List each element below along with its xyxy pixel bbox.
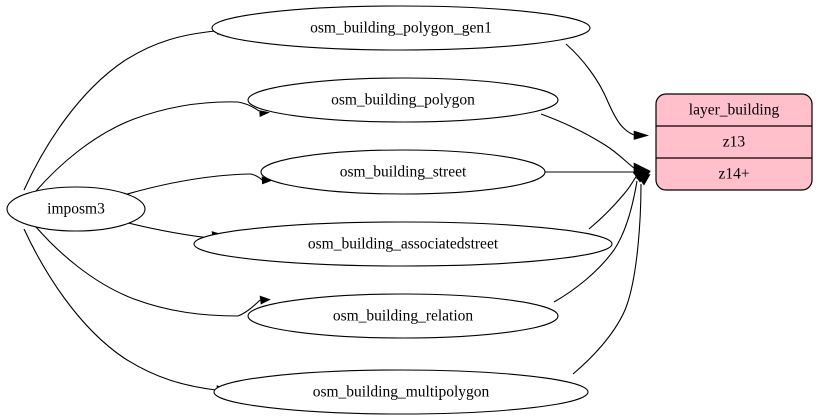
node-osm-building-street-shape[interactable] xyxy=(260,149,546,195)
edge-imposm3-to-osm-building-multipolygon xyxy=(23,228,228,394)
edge-osm-building-polygon-gen1-to-layer-building-z13 xyxy=(565,43,650,140)
node-osm-building-associatedstreet[interactable]: osm_building_associatedstreet xyxy=(193,221,613,267)
node-osm-building-multipolygon-shape[interactable] xyxy=(213,369,589,415)
node-osm-building-relation-shape[interactable] xyxy=(247,293,559,339)
node-imposm3-label: imposm3 xyxy=(47,201,105,218)
edge-imposm3-to-osm-building-polygon-gen1 xyxy=(23,27,228,191)
node-osm-building-relation[interactable]: osm_building_relation xyxy=(247,293,559,339)
node-osm-building-polygon-label: osm_building_polygon xyxy=(331,92,475,109)
node-imposm3[interactable]: imposm3 xyxy=(6,186,146,232)
edge-osm-building-multipolygon-to-layer-building-z14 xyxy=(572,173,651,375)
node-layer-building[interactable]: layer_building z13 z14+ xyxy=(655,93,813,191)
layer-building-z14-label: z14+ xyxy=(718,166,749,183)
node-osm-building-street-label: osm_building_street xyxy=(340,164,467,181)
edge-imposm3-to-osm-building-relation xyxy=(35,226,271,317)
edge-imposm3-to-osm-building-polygon xyxy=(35,101,270,192)
node-osm-building-polygon-shape[interactable] xyxy=(247,77,559,123)
edge-osm-building-polygon-to-layer-building-z14 xyxy=(540,113,651,175)
node-osm-building-polygon[interactable]: osm_building_polygon xyxy=(247,77,559,123)
layer-building-title-label: layer_building xyxy=(689,102,780,119)
node-osm-building-relation-label: osm_building_relation xyxy=(333,308,474,325)
node-osm-building-multipolygon-label: osm_building_multipolygon xyxy=(313,384,490,401)
node-imposm3-shape[interactable] xyxy=(6,186,146,232)
node-osm-building-polygon-gen1[interactable]: osm_building_polygon_gen1 xyxy=(211,5,591,51)
node-osm-building-polygon-gen1-shape[interactable] xyxy=(211,5,591,51)
node-osm-building-associatedstreet-shape[interactable] xyxy=(193,221,613,267)
layer-building-z13-label: z13 xyxy=(723,134,746,151)
node-osm-building-associatedstreet-label: osm_building_associatedstreet xyxy=(308,236,499,253)
node-layer-building-box[interactable] xyxy=(655,93,813,191)
edge-group-tables-to-layer xyxy=(540,43,651,375)
node-osm-building-polygon-gen1-label: osm_building_polygon_gen1 xyxy=(310,20,492,37)
edge-imposm3-to-osm-building-street xyxy=(123,173,273,196)
node-osm-building-multipolygon[interactable]: osm_building_multipolygon xyxy=(213,369,589,415)
node-osm-building-street[interactable]: osm_building_street xyxy=(260,149,546,195)
